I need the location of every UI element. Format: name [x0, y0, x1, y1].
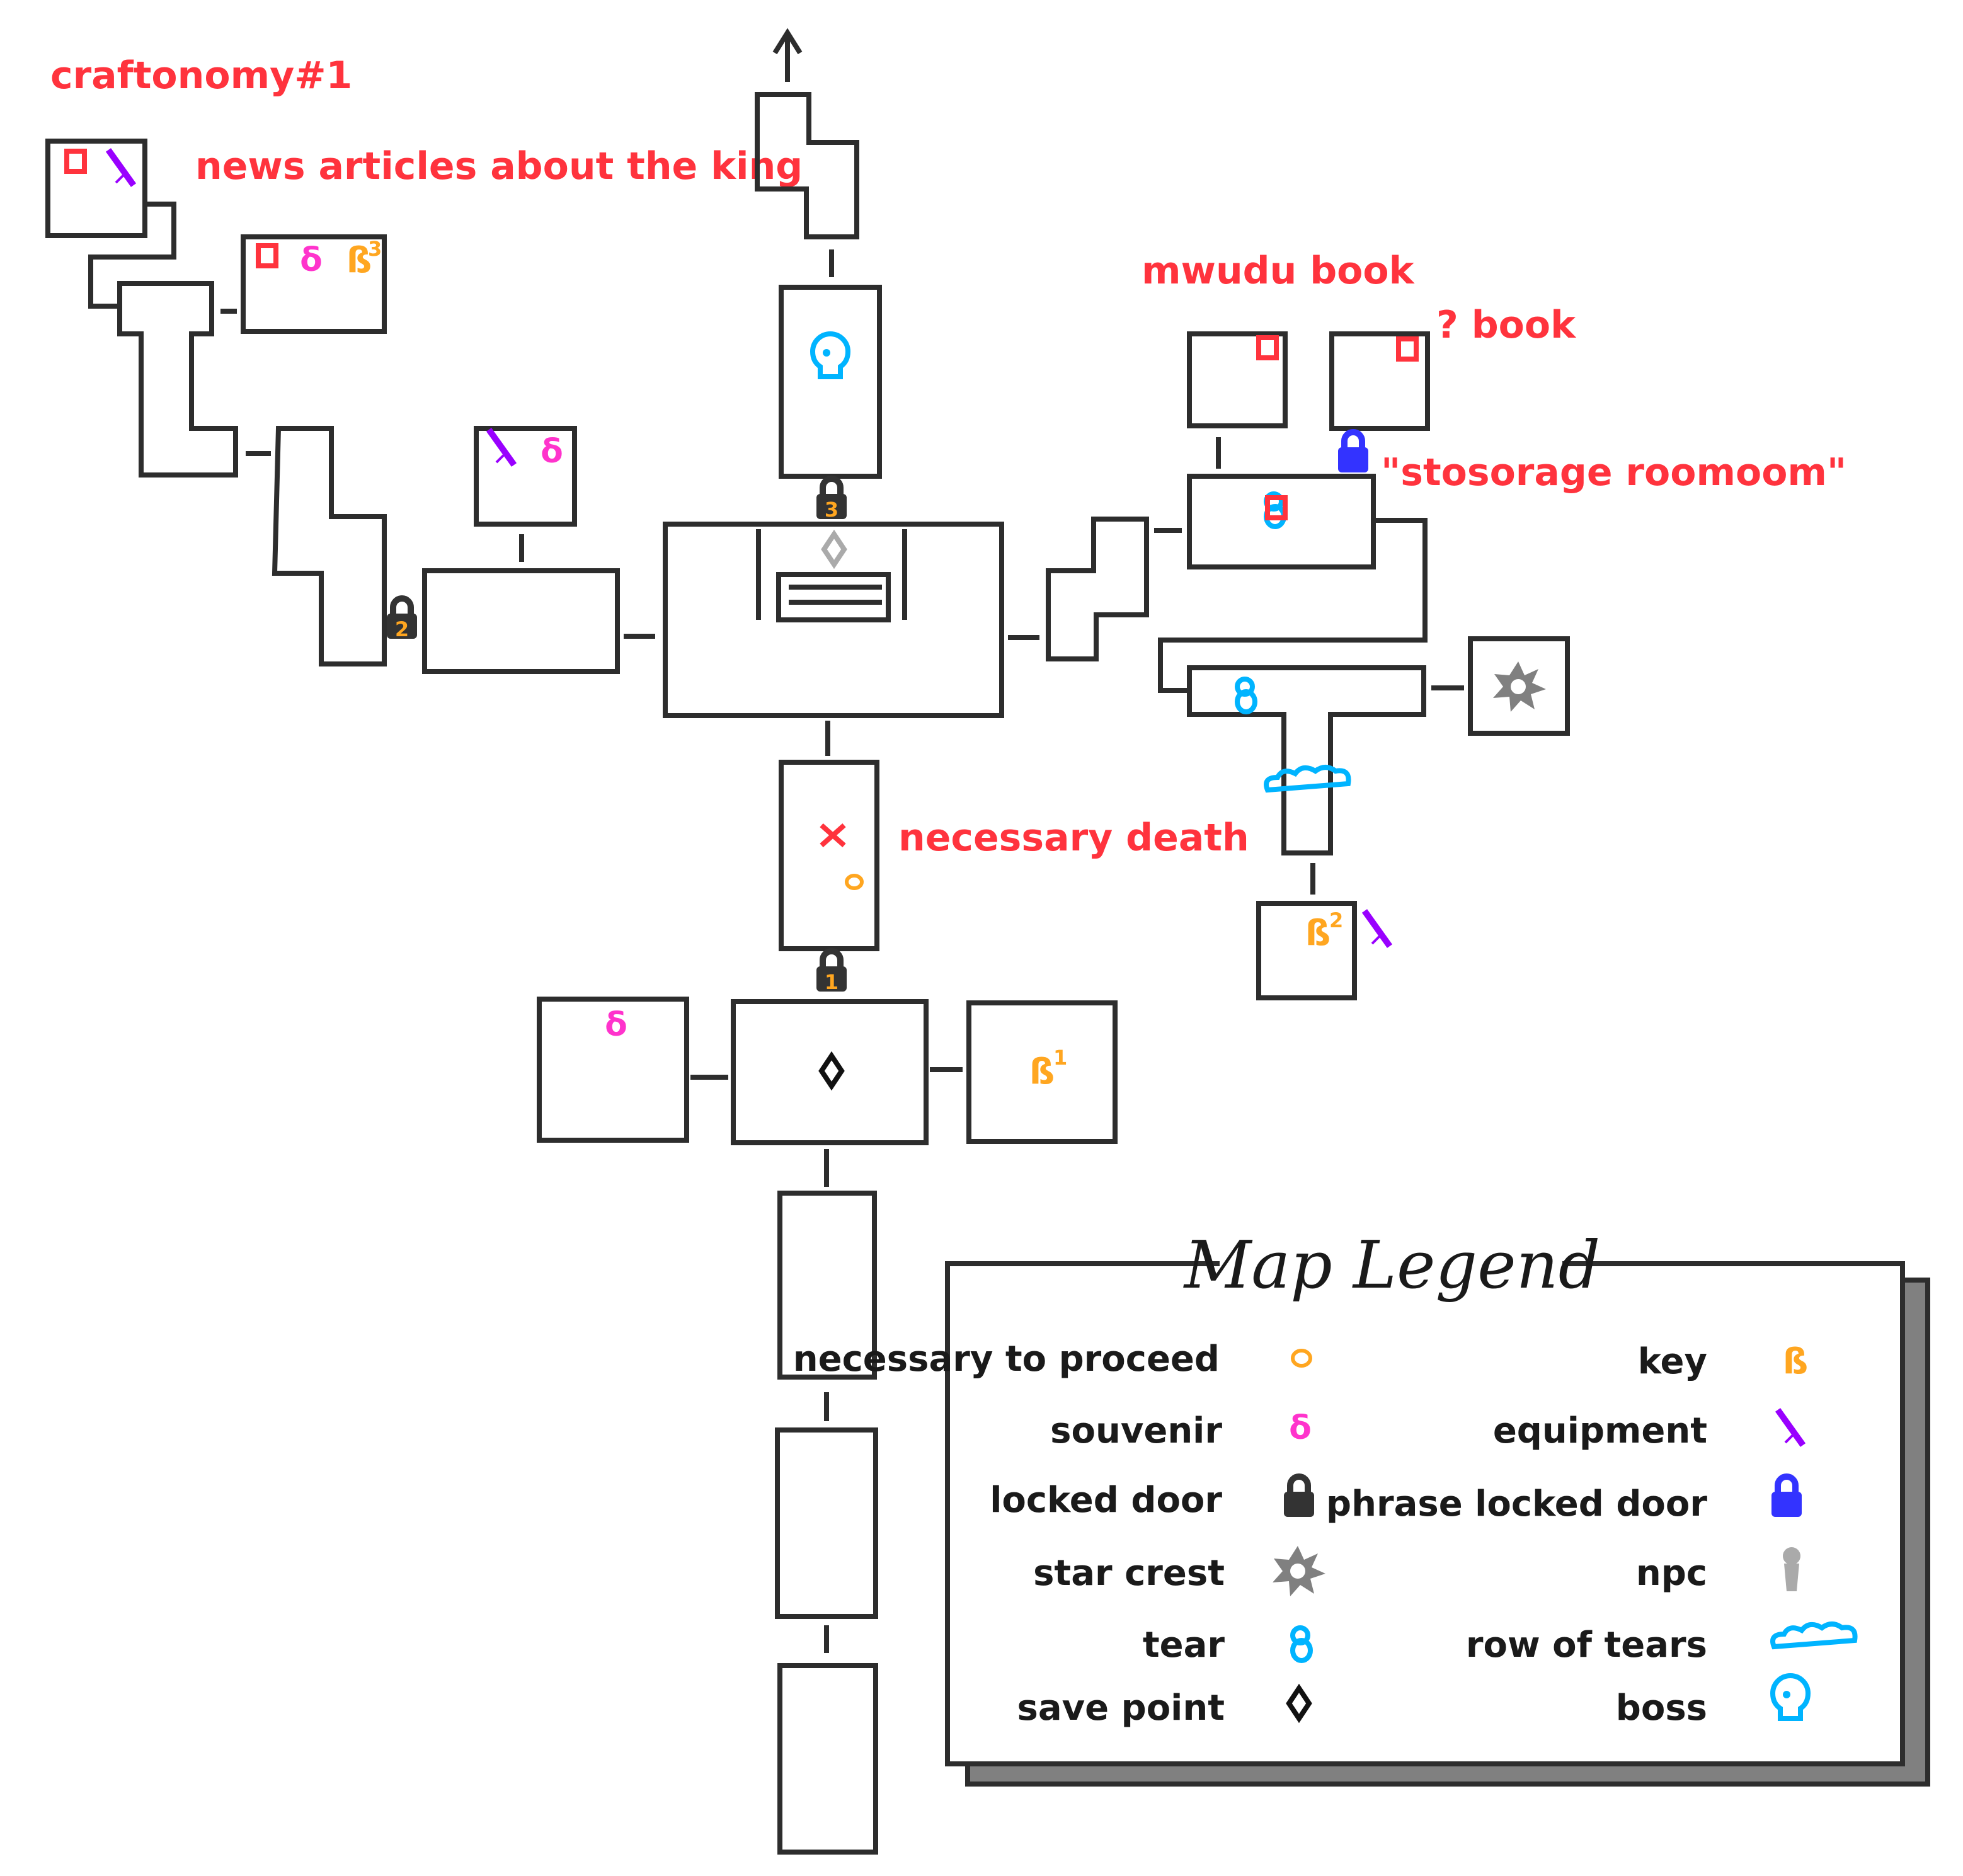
boss-icon [813, 334, 848, 377]
annotation-question-book: ? book [1436, 303, 1577, 347]
lock-number: 1 [825, 970, 838, 994]
legend-label: key [1638, 1341, 1707, 1382]
annotation-necessary-death: necessary death [898, 816, 1249, 860]
legend-label: tear [1143, 1625, 1225, 1666]
annotation-news-articles: news articles about the king [195, 144, 803, 188]
star-crest-icon [1493, 661, 1546, 712]
legend-title: Map Legend [1183, 1227, 1600, 1303]
locked-door-2[interactable]: 2 [387, 598, 417, 641]
key-1-marker: 1 [1029, 1046, 1067, 1092]
legend-label: phrase locked door [1326, 1484, 1707, 1524]
souvenir-icon [541, 433, 563, 471]
key-number: 3 [368, 237, 382, 261]
book-icon [67, 151, 84, 171]
legend-label: necessary to proceed [793, 1339, 1220, 1380]
key-number: 1 [1053, 1046, 1067, 1070]
map-legend: Map Legend necessary to proceed souvenir… [793, 1227, 1930, 1787]
equipment-icon [1365, 911, 1390, 946]
annotation-storage-room: "stosorage roomoom" [1381, 450, 1846, 495]
necessary-icon [1291, 1349, 1312, 1368]
map-walls [45, 28, 1570, 1855]
key-number: 2 [1329, 908, 1343, 932]
legend-label: locked door [990, 1480, 1222, 1521]
key-icon [1305, 913, 1331, 954]
map-title: craftonomy#1 [50, 54, 352, 98]
key-3-marker: 3 [346, 237, 382, 281]
lock-number: 3 [825, 498, 838, 522]
legend-label: souvenir [1050, 1410, 1222, 1451]
legend-label: npc [1636, 1553, 1707, 1594]
legend-label: star crest [1033, 1553, 1225, 1594]
save-point-icon [821, 1056, 842, 1086]
book-icon [258, 246, 276, 266]
necessary-icon [845, 874, 864, 890]
locked-door-1[interactable]: 1 [816, 951, 847, 994]
book-icon [1399, 339, 1416, 359]
souvenir-icon [605, 1006, 627, 1044]
row-of-tears-icon [1266, 767, 1349, 790]
souvenir-icon [1289, 1409, 1312, 1447]
npc-icon [824, 534, 844, 564]
equipment-icon [489, 430, 514, 465]
equipment-icon [108, 150, 134, 185]
key-2-marker: 2 [1305, 908, 1343, 954]
locked-door-3[interactable]: 3 [816, 479, 847, 522]
book-icon [1259, 338, 1276, 358]
annotation-mwudu-book: mwudu book [1142, 249, 1416, 293]
key-icon [1782, 1341, 1809, 1382]
tear-icon [1237, 679, 1255, 712]
legend-label: save point [1017, 1688, 1225, 1729]
lock-number: 2 [395, 617, 409, 641]
legend-label: boss [1616, 1688, 1707, 1729]
key-icon [1029, 1051, 1055, 1092]
death-marker-icon [820, 823, 846, 847]
legend-label: row of tears [1466, 1625, 1707, 1666]
phrase-lock-icon[interactable] [1338, 432, 1368, 472]
souvenir-icon [300, 241, 323, 279]
legend-label: equipment [1493, 1410, 1707, 1451]
